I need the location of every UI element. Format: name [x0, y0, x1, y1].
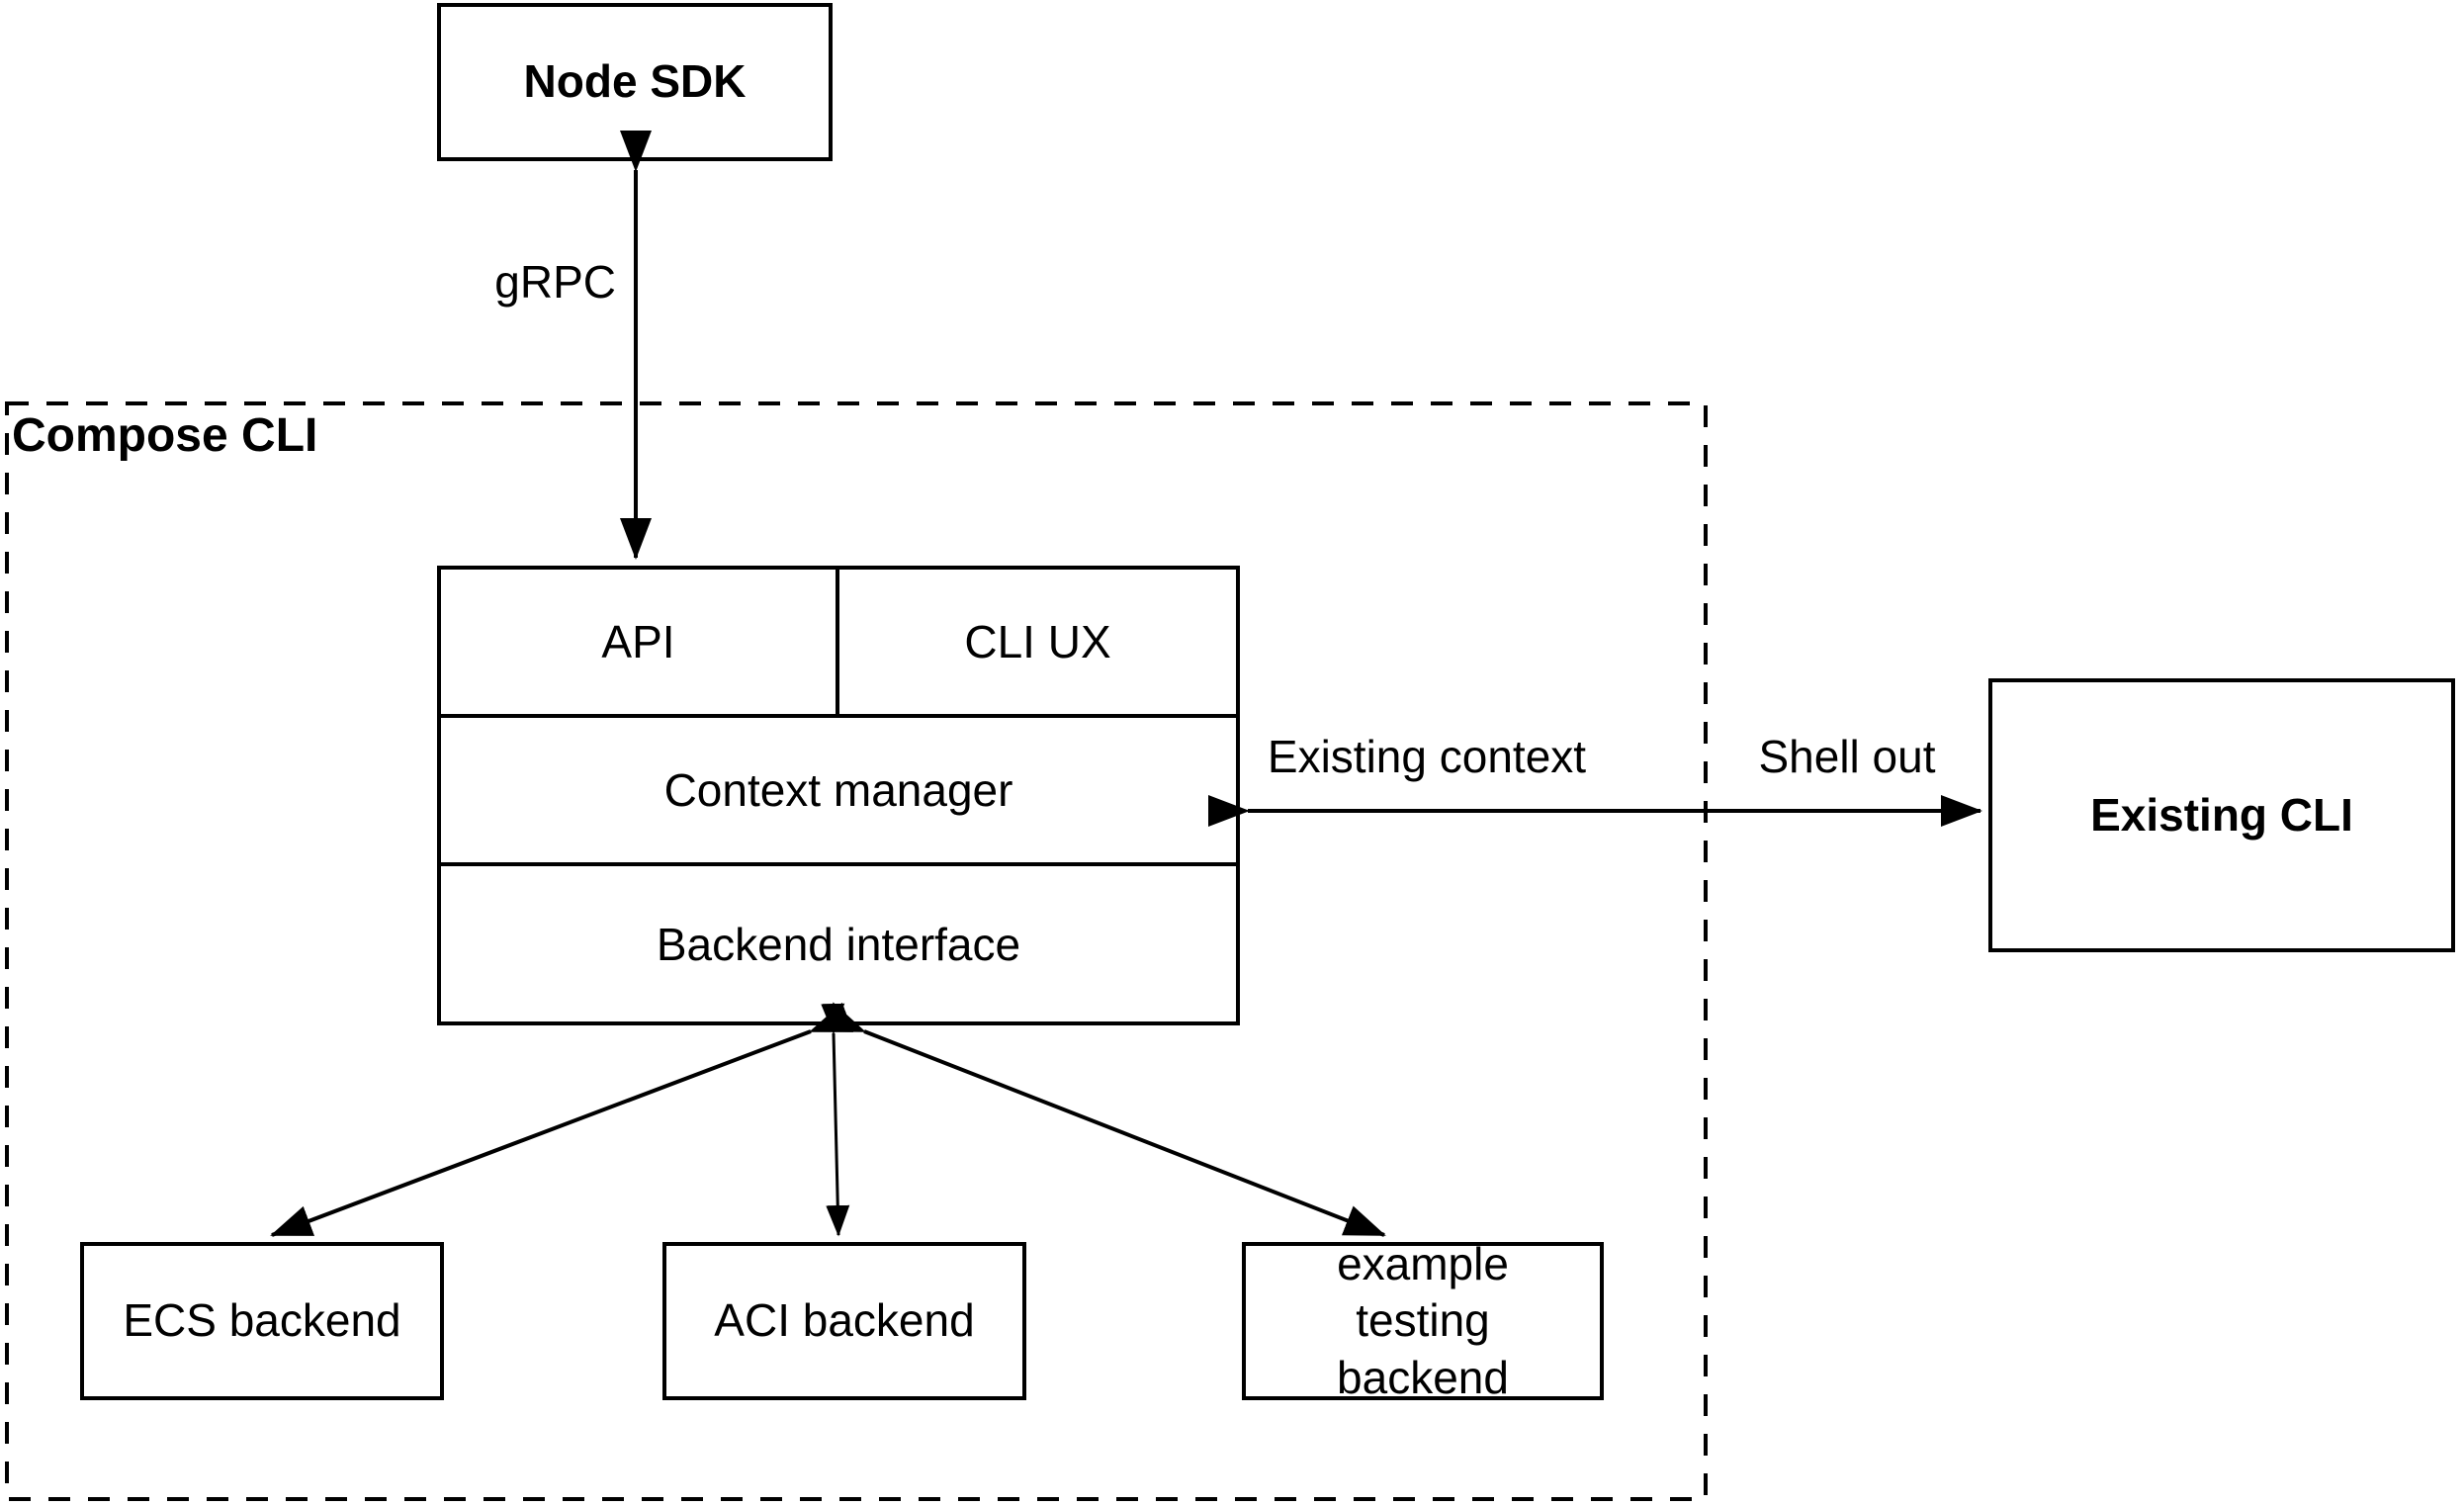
backend-interface-row: Backend interface — [441, 862, 1236, 1021]
grpc-edge-label: gRPC — [494, 256, 616, 308]
node-sdk-box: Node SDK — [437, 3, 833, 161]
example-testing-backend-box: example testing backend — [1242, 1238, 1604, 1403]
aci-backend-label: ACI backend — [714, 1294, 975, 1347]
compose-cli-container-label: Compose CLI — [12, 409, 318, 462]
cli-ux-cell: CLI UX — [839, 570, 1236, 714]
backend-interface-label: Backend interface — [656, 918, 1021, 970]
ecs-backend-box: ECS backend — [80, 1242, 444, 1400]
core-stack-box: API CLI UX Context manager Backend inter… — [437, 566, 1240, 1025]
context-manager-label: Context manager — [663, 764, 1013, 816]
existing-cli-label: Existing CLI — [2090, 788, 2353, 841]
api-label: API — [601, 616, 675, 667]
existing-cli-box: Existing CLI — [1988, 678, 2455, 952]
node-sdk-label: Node SDK — [523, 55, 747, 108]
shell-out-edge-label: Shell out — [1758, 731, 1936, 782]
api-cell: API — [441, 570, 839, 714]
existing-context-edge-label: Existing context — [1267, 731, 1587, 782]
core-top-row: API CLI UX — [441, 570, 1236, 714]
example-testing-backend-label: example testing backend — [1337, 1237, 1509, 1403]
cli-ux-label: CLI UX — [964, 616, 1111, 667]
backend-fan-arrow-aci — [821, 1003, 850, 1237]
backend-fan-arrow-ecs — [270, 1002, 854, 1237]
ecs-backend-label: ECS backend — [123, 1294, 401, 1347]
context-manager-row: Context manager — [441, 714, 1236, 862]
backend-fan-arrow-example — [821, 1002, 1386, 1237]
aci-backend-box: ACI backend — [662, 1242, 1026, 1400]
